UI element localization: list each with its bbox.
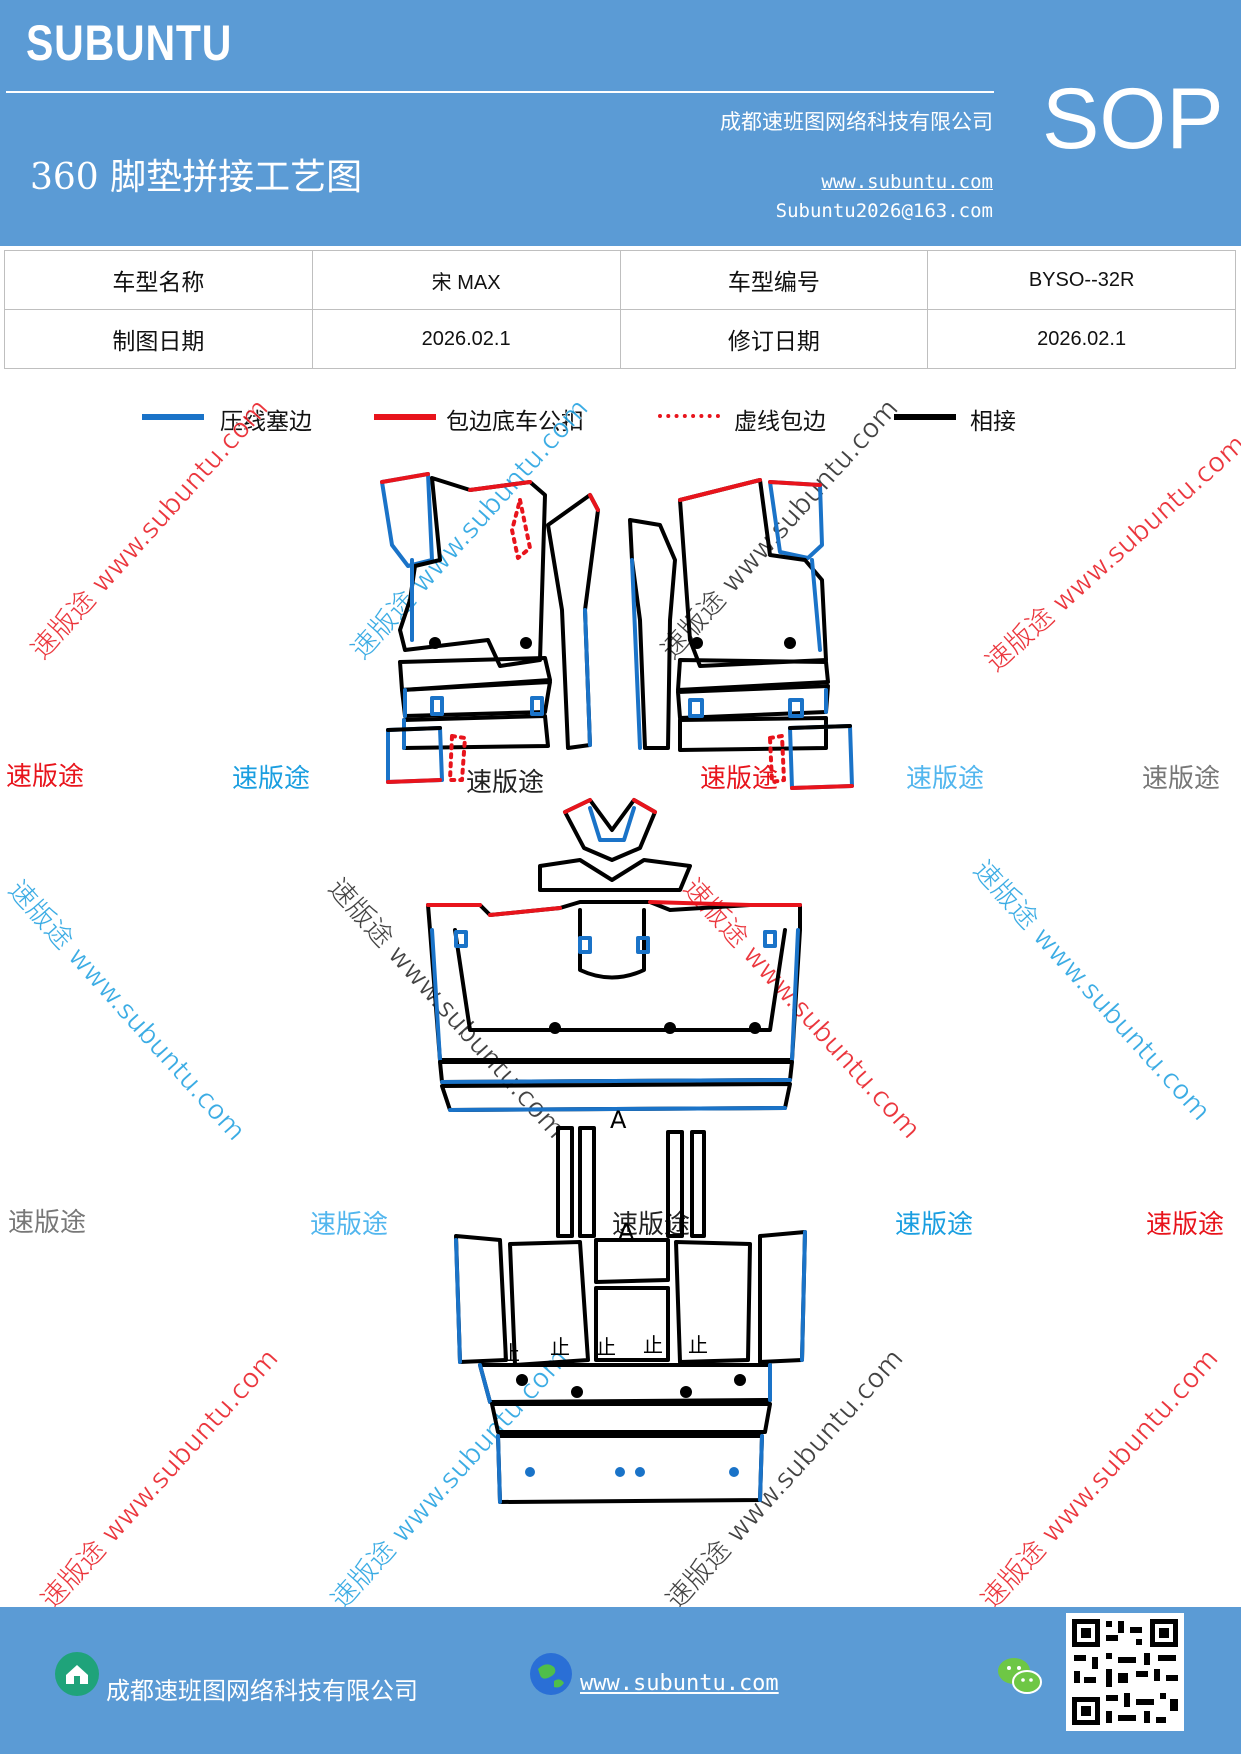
stop-mark: 止 [550, 1335, 570, 1359]
watermark-short: 速版途 [8, 1208, 87, 1238]
model-name-label: 车型名称 [4, 250, 313, 310]
joint-mark-a: A [618, 1218, 635, 1246]
vehicle-info-table: 车型名称 宋 MAX 车型编号 BYSO--32R 制图日期 2026.02.1… [4, 250, 1236, 369]
watermark-short: 速版途 [6, 762, 85, 792]
watermark-short: 速版途 [906, 764, 985, 794]
header-divider [6, 91, 994, 93]
watermark-short: 速版途 [232, 764, 311, 794]
joint-mark-a: A [610, 1106, 627, 1134]
legend-swatch-dotted-wrap [658, 414, 720, 418]
stop-mark: 止 [500, 1341, 520, 1365]
table-row: 制图日期 2026.02.1 修订日期 2026.02.1 [4, 309, 1236, 369]
stop-mark: 止 [643, 1333, 663, 1357]
home-icon [55, 1652, 99, 1696]
legend-swatch-press-edge [142, 414, 204, 420]
legend-label-press-edge: 压线塞边 [220, 409, 312, 435]
page-title: 360 脚垫拼接工艺图 [30, 157, 363, 198]
drawing-date-label: 制图日期 [4, 309, 313, 369]
stop-mark: 止 [688, 1333, 708, 1357]
watermark-short: 速版途 [1142, 764, 1221, 794]
aisle-strips [556, 1126, 706, 1238]
legend-swatch-joint [894, 414, 956, 420]
floor-mat-diagram: A A 止 止 止 止 止 [380, 472, 854, 1504]
page-header: SUBUNTU 成都速班图网络科技有限公司 360 脚垫拼接工艺图 www.su… [0, 0, 1241, 246]
revision-date-label: 修订日期 [619, 309, 929, 369]
footer-company: 成都速班图网络科技有限公司 [106, 1677, 418, 1705]
model-code-label: 车型编号 [619, 250, 929, 310]
brand-logo: SUBUNTU [26, 15, 233, 71]
revision-date-value: 2026.02.1 [927, 309, 1236, 369]
table-row: 车型名称 宋 MAX 车型编号 BYSO--32R [4, 250, 1236, 310]
wechat-icon [998, 1658, 1042, 1694]
sop-badge: SOP [1042, 71, 1224, 167]
header-company: 成都速班图网络科技有限公司 [720, 110, 993, 134]
third-row-mat [454, 1230, 807, 1504]
legend-label-wrap-buckle: 包边底车公扣 [446, 409, 584, 435]
watermark-short: 速版途 [700, 764, 779, 794]
header-email[interactable]: Subuntu2026@163.com [775, 200, 993, 222]
header-website-link[interactable]: www.subuntu.com [821, 171, 993, 193]
front-left-mat [380, 472, 600, 784]
footer-website-link[interactable]: www.subuntu.com [580, 1671, 779, 1696]
watermark-short: 速版途 [1146, 1210, 1225, 1240]
watermark-short: 速版途 [895, 1210, 974, 1240]
drawing-date-value: 2026.02.1 [311, 309, 621, 369]
qr-code [1066, 1613, 1184, 1731]
model-name-value: 宋 MAX [311, 250, 621, 310]
page-footer: 成都速班图网络科技有限公司 www.subuntu.com [0, 1607, 1241, 1754]
line-legend: 压线塞边 包边底车公扣 虚线包边 相接 [0, 402, 1241, 442]
stop-mark: 止 [596, 1335, 616, 1359]
legend-label-dotted-wrap: 虚线包边 [734, 409, 826, 435]
front-right-mat [628, 478, 854, 790]
console-mat [538, 798, 692, 892]
watermark-short: 速版途 [310, 1210, 389, 1240]
legend-label-joint: 相接 [970, 409, 1016, 435]
globe-icon [530, 1653, 572, 1695]
legend-swatch-wrap-buckle [374, 414, 436, 420]
second-row-mat [426, 900, 802, 1112]
watermark-short: 速版途 [466, 768, 545, 798]
model-code-value: BYSO--32R [927, 250, 1236, 310]
